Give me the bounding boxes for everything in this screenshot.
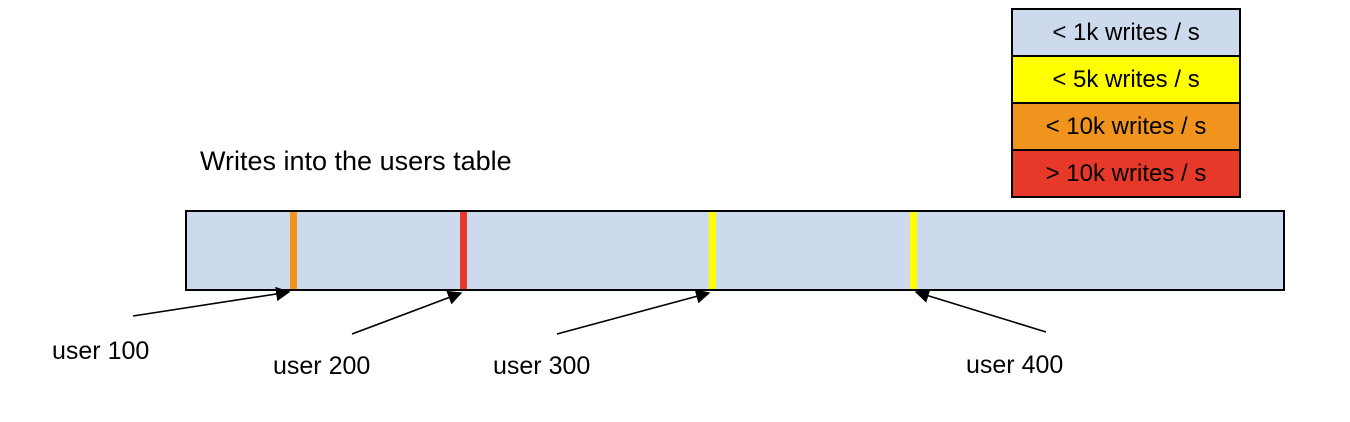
- legend-item-label: < 1k writes / s: [1052, 18, 1200, 46]
- legend-item-label: > 10k writes / s: [1045, 159, 1207, 187]
- write-rate-legend: < 1k writes / s < 5k writes / s < 10k wr…: [1011, 8, 1241, 198]
- legend-item-gt-10k: > 10k writes / s: [1011, 149, 1241, 198]
- user-label: user 200: [273, 352, 371, 380]
- user-label: user 100: [52, 337, 150, 365]
- legend-item-lt-1k: < 1k writes / s: [1011, 8, 1241, 57]
- legend-item-lt-10k: < 10k writes / s: [1011, 102, 1241, 151]
- callout-arrow: [132, 286, 291, 317]
- write-hotspot-marker: [708, 212, 716, 289]
- diagram-title: Writes into the users table: [200, 146, 512, 176]
- user-label: user 300: [493, 352, 591, 380]
- callout-arrow: [351, 290, 463, 335]
- write-hotspot-marker: [289, 212, 297, 289]
- callout-arrow: [556, 289, 711, 335]
- write-hotspot-marker: [909, 212, 917, 289]
- legend-item-label: < 10k writes / s: [1045, 112, 1207, 140]
- users-table-bar: [185, 210, 1285, 291]
- legend-item-lt-5k: < 5k writes / s: [1011, 55, 1241, 104]
- write-hotspot-marker: [459, 212, 467, 289]
- callout-arrow: [914, 288, 1047, 333]
- user-label: user 400: [966, 351, 1064, 379]
- legend-item-label: < 5k writes / s: [1052, 65, 1200, 93]
